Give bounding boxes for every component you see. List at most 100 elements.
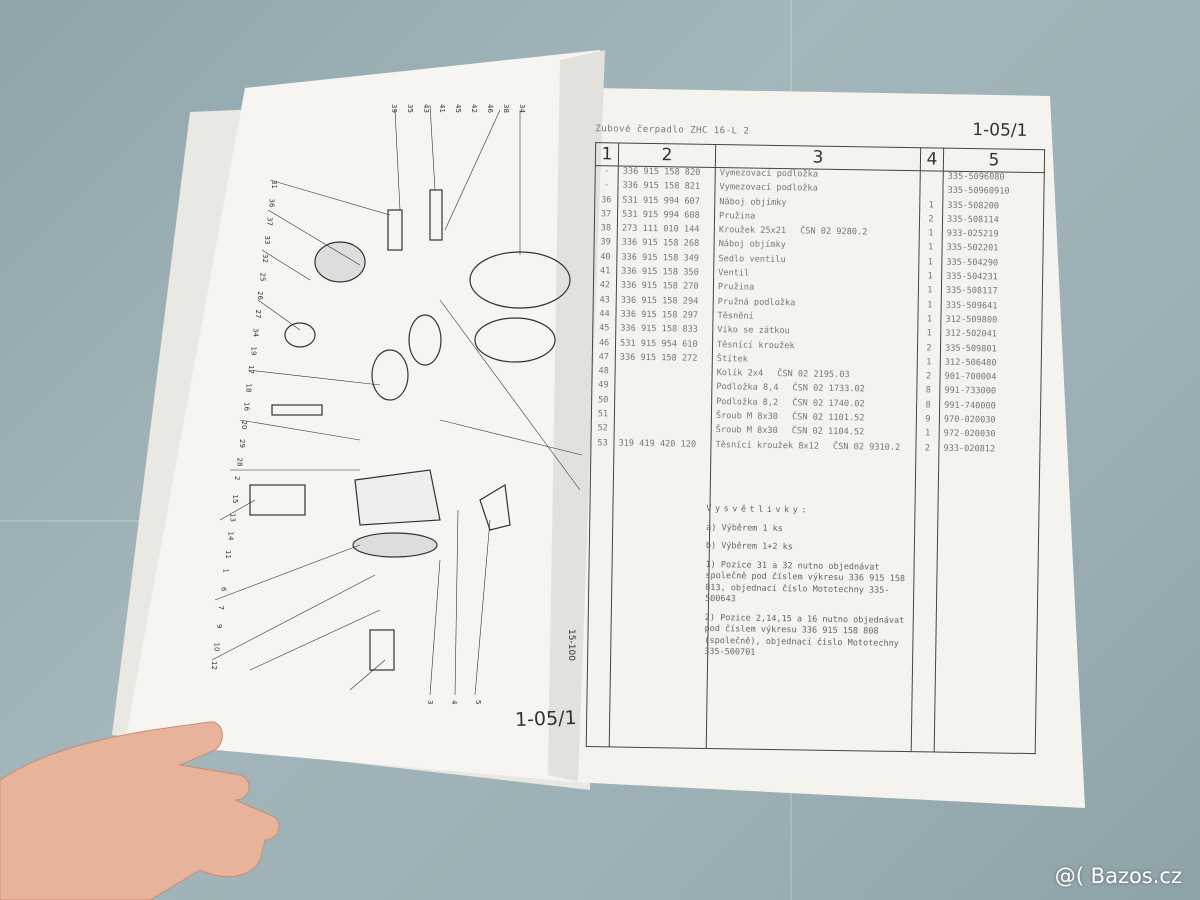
callout-number: 26 [256, 291, 264, 300]
note-item: 2) Pozice 2,14,15 a 16 nutno objednávat … [704, 612, 905, 658]
standard: ČSN 02 2195.03 [777, 369, 850, 381]
part-name: Kolík 2x4 [716, 368, 764, 379]
part-name: Podložka 8,2 [716, 396, 779, 408]
position: 42 [593, 280, 617, 296]
shaft-seal [249, 484, 306, 516]
gear [408, 314, 442, 366]
callout-number: 34 [518, 104, 526, 113]
order-number: 991-740000 [939, 400, 1041, 417]
callout-number: 29 [238, 439, 246, 448]
part-name: Vymezovací podložka [719, 168, 819, 180]
drawing-number: 531 915 994 607 [617, 195, 715, 211]
callout-number: 17 [247, 365, 255, 374]
callout-number: 1 [222, 569, 230, 573]
quantity: 1 [918, 271, 942, 286]
quantity: 9 [916, 414, 940, 429]
quantity: 2 [917, 342, 941, 358]
callout-number: 43 [422, 104, 430, 113]
position: 46 [592, 337, 616, 353]
spring-cup [284, 322, 316, 348]
drawing-number: 531 915 954 610 [615, 338, 713, 354]
position: 40 [593, 251, 617, 267]
callout-number: 9 [215, 624, 223, 628]
valve-pin [271, 404, 323, 416]
callout-number: 3 [426, 700, 434, 704]
quantity: 1 [918, 256, 942, 272]
position: 50 [591, 394, 615, 410]
exploded-pump-diagram: 3136373332252627341917181620292821513141… [210, 104, 583, 705]
standard: ČSN 02 1104.52 [791, 426, 865, 438]
part-name: Šroub M 8x30 [715, 425, 778, 437]
position: 52 [591, 423, 615, 439]
quantity [919, 185, 944, 201]
position: 37 [594, 209, 618, 224]
drawing-number: 531 915 994 608 [617, 209, 715, 226]
gasket [474, 317, 556, 363]
callout-number: 7 [217, 606, 225, 610]
col-header: 1 [595, 142, 619, 166]
callout-number: 36 [268, 199, 276, 208]
drawing-number: 336 915 158 272 [615, 352, 713, 369]
order-number: 312-502041 [940, 328, 1042, 345]
drawing-number: 336 915 158 821 [617, 180, 716, 197]
notes-heading: Vysvětlivky: [706, 503, 810, 516]
drawing-number: 336 915 158 833 [615, 323, 713, 340]
order-number: 991-733000 [939, 386, 1041, 402]
col-header: 4 [920, 147, 944, 172]
col-header: 5 [943, 148, 1045, 173]
callout-number: 28 [236, 458, 244, 467]
order-number: 312-509800 [940, 314, 1043, 331]
position: 49 [591, 380, 615, 396]
position: 43 [593, 294, 617, 310]
page-number: 1-05/1 [972, 120, 1028, 141]
drawing-number: 336 915 158 350 [616, 266, 714, 283]
order-number: 335-50960910 [942, 185, 1045, 202]
order-number: 312-506480 [940, 357, 1042, 374]
order-number: 335-504231 [941, 271, 1043, 288]
order-number: 335-509641 [941, 300, 1043, 317]
watermark: @( Bazos.cz [1054, 864, 1182, 888]
part-name: Těsnící kroužek [716, 339, 795, 351]
position: 36 [594, 194, 618, 210]
callout-number: 35 [406, 104, 414, 113]
quantity: 8 [916, 385, 940, 401]
spine-shadow [548, 50, 605, 782]
part-name: Těsnění [717, 311, 754, 322]
drawing-number [614, 409, 712, 426]
col-header: 3 [715, 144, 921, 171]
quantity: 1 [918, 242, 943, 258]
part-name: Šroub M 8x30 [715, 411, 779, 423]
callout-number: 46 [486, 104, 494, 113]
part-name: Náboj objímky [718, 239, 786, 251]
valve-spring [429, 189, 443, 241]
order-number: 335-5096080 [943, 171, 1045, 188]
callout-number: 16 [242, 402, 250, 411]
hand [0, 721, 280, 900]
floor-tile-seam [0, 520, 140, 522]
quantity [920, 170, 944, 186]
part-name: Vymezovací podložka [719, 182, 818, 194]
part-name: Sedlo ventilu [718, 253, 786, 265]
order-number: 335-508117 [941, 285, 1043, 302]
callout-number: 20 [240, 421, 248, 430]
side-code: 15-100 [565, 629, 576, 661]
part-name: Pružina [717, 282, 755, 294]
callout-number: 32 [261, 254, 269, 263]
part-name: Podložka 8,4 [716, 382, 779, 394]
elbow-fitting [479, 484, 511, 531]
position: - [595, 165, 619, 181]
quantity: 1 [917, 328, 941, 344]
position: 51 [591, 409, 615, 424]
left-page [125, 50, 600, 782]
callout-number: 11 [224, 550, 232, 559]
part-name: Těsnící kroužek 8x12 [715, 439, 820, 452]
standard: ČSN 02 1733.02 [792, 383, 865, 395]
bearing [369, 629, 395, 671]
order-number: 335-504290 [941, 257, 1043, 274]
drawing-number: 336 915 158 268 [616, 237, 715, 254]
part-name: Náboj objímky [719, 196, 787, 208]
callout-number: 15 [231, 495, 239, 504]
order-number: 933-025219 [942, 228, 1044, 245]
callout-number: 27 [254, 310, 262, 319]
